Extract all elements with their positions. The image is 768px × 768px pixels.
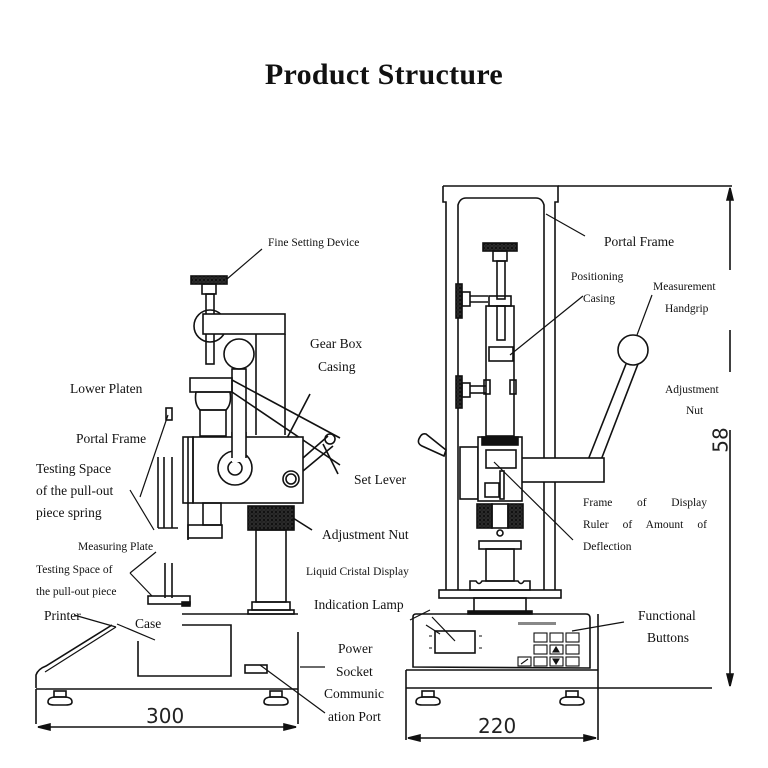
label-testing-space-piece-line2: the pull-out piece xyxy=(36,586,117,598)
left-foot-left xyxy=(47,690,73,706)
label-measurement-handgrip-line2: Handgrip xyxy=(665,303,709,315)
right-side-knob-bottom xyxy=(455,375,463,409)
label-positioning-casing-line1: Positioning xyxy=(571,271,624,283)
right-functional-buttons xyxy=(517,632,580,667)
label-testing-space-spring-line2: of the pull-out xyxy=(36,483,114,498)
label-testing-space-spring-line1: Testing Space xyxy=(36,461,112,476)
label-portal-frame-right: Portal Frame xyxy=(604,234,675,249)
label-functional-buttons-line2: Buttons xyxy=(647,630,690,645)
diagram-title: Product Structure xyxy=(264,58,504,91)
right-control-panel xyxy=(412,613,591,669)
left-case-box xyxy=(137,624,232,677)
label-positioning-casing-line2: Casing xyxy=(583,293,615,305)
label-adjustment-nut-left: Adjustment Nut xyxy=(322,527,409,542)
label-set-lever: Set Lever xyxy=(354,472,407,487)
label-adjustment-nut-right-line1: Adjustment xyxy=(665,384,719,396)
right-side-knob-top xyxy=(455,283,463,319)
left-top-arm xyxy=(202,313,286,335)
left-lower-platen xyxy=(189,377,233,393)
left-platen-cup xyxy=(194,391,232,411)
left-knob-stem xyxy=(201,283,217,295)
label-fine-setting-device: Fine Setting Device xyxy=(268,237,360,249)
left-base-body xyxy=(35,624,113,688)
right-adjustment-nut xyxy=(476,503,493,529)
left-machine xyxy=(35,275,341,732)
left-handgrip-ball xyxy=(223,338,255,370)
label-portal-frame-left: Portal Frame xyxy=(76,431,147,446)
left-measuring-plate xyxy=(147,595,191,605)
right-positioning-casing xyxy=(488,346,514,362)
left-lower-column xyxy=(255,529,287,603)
right-fine-setting-knob xyxy=(482,242,518,252)
right-leader-lines xyxy=(409,213,653,642)
label-power-socket-line1: Power xyxy=(338,641,373,656)
right-foot-left xyxy=(415,690,441,706)
left-fine-setting-knob xyxy=(190,275,228,285)
label-adjustment-nut-right-line2: Nut xyxy=(686,405,704,417)
left-measuring-post xyxy=(202,502,222,526)
label-lower-platen: Lower Platen xyxy=(70,381,143,396)
left-leader-lines xyxy=(44,248,326,714)
label-indication-lamp: Indication Lamp xyxy=(314,597,404,612)
dimension-height-58: 58 xyxy=(708,427,733,453)
right-spindle xyxy=(496,260,506,300)
right-lcd-display xyxy=(434,630,476,654)
right-portal-frame xyxy=(442,185,559,590)
label-printer: Printer xyxy=(44,608,81,623)
left-communication-port xyxy=(244,664,268,674)
dimension-width-300: 300 xyxy=(146,704,185,728)
right-indicator-lamps xyxy=(429,635,482,649)
right-ruler-lcd xyxy=(485,449,517,469)
label-frame-of-display-line2: Ruler of Amount of xyxy=(583,519,707,531)
left-handgrip-rod-lower xyxy=(232,432,246,462)
left-set-screw xyxy=(282,470,300,488)
dimension-width-220: 220 xyxy=(478,714,517,738)
label-communication-port-line2: ation Port xyxy=(328,709,381,724)
label-testing-space-piece-line1: Testing Space of xyxy=(36,564,113,576)
right-handgrip-ball xyxy=(617,334,649,366)
label-liquid-crystal-display: Liquid Cristal Display xyxy=(306,566,409,578)
label-communication-port-line1: Communic xyxy=(324,686,384,701)
left-platen-post xyxy=(199,409,227,437)
label-frame-of-display-line1: Frame of Display xyxy=(583,497,707,509)
right-foot-right xyxy=(559,690,585,706)
left-foot-right xyxy=(263,690,289,706)
left-adjustment-nut xyxy=(247,505,295,531)
right-side-arm xyxy=(517,457,605,483)
label-case: Case xyxy=(135,616,162,631)
label-functional-buttons-line1: Functional xyxy=(638,608,696,623)
label-frame-of-display-line3: Deflection xyxy=(583,541,632,553)
label-power-socket-line2: Socket xyxy=(336,664,373,679)
label-testing-space-spring-line3: piece spring xyxy=(36,505,102,520)
label-gear-box-casing-line1: Gear Box xyxy=(310,336,363,351)
label-measurement-handgrip-line1: Measurement xyxy=(653,281,716,293)
right-machine xyxy=(405,185,735,743)
left-set-lever xyxy=(302,435,329,459)
label-measuring-plate: Measuring Plate xyxy=(78,541,154,553)
label-gear-box-casing-line2: Casing xyxy=(318,359,356,374)
